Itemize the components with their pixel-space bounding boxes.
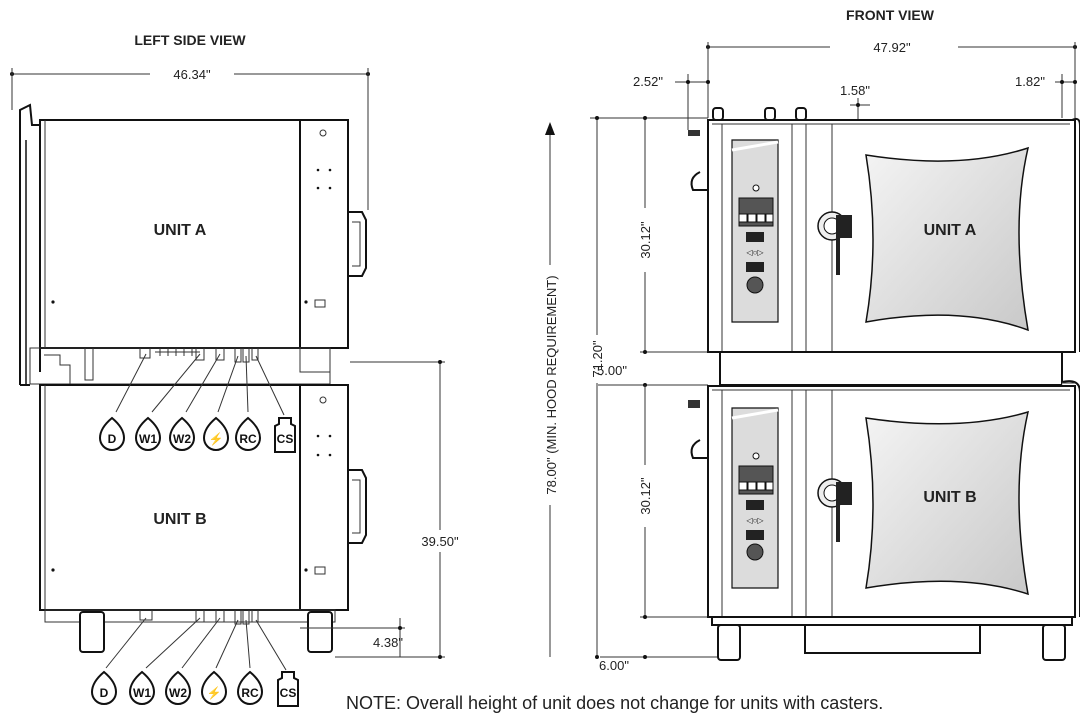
svg-text:CS: CS [280,686,297,700]
front-inner-offset-label: 1.58" [840,83,870,98]
front-unit-a-height-dimension: 30.12" [638,116,708,354]
svg-text:D: D [108,432,117,446]
front-right-offset-dimension: 1.82" [1015,74,1077,118]
left-foot-dimension: 4.38" [300,618,405,657]
water-2-connection-icon: W2 [168,416,196,451]
svg-text:W1: W1 [139,432,157,446]
svg-text:CS: CS [277,432,294,446]
front-unit-b-height-label: 30.12" [638,477,653,515]
front-gap-label: 5.00" [597,363,627,378]
svg-text:RC: RC [239,432,257,446]
left-mid-leaders [115,353,285,416]
left-width-label: 46.34" [173,67,211,82]
front-gap-dimension: 5.00" [597,363,708,387]
svg-text:W2: W2 [169,686,187,700]
svg-text:W1: W1 [133,686,151,700]
front-unit-b-label: UNIT B [923,489,976,506]
cs-connection-icon: CS [274,417,296,453]
left-unit-a-label: UNIT A [154,222,207,239]
connection-symbols-bottom: D W1 W2 ⚡ RC CS [90,670,299,707]
note-text: NOTE: Overall height of unit does not ch… [346,693,883,713]
drain-connection-icon: D [98,416,126,451]
left-bottom-leaders [105,617,287,671]
front-width-dimension: 47.92" [706,40,1077,118]
front-unit-a-height-label: 30.12" [638,221,653,259]
cs-connection-icon: CS [277,671,299,707]
svg-text:◁○▷: ◁○▷ [746,516,764,525]
electrical-connection-icon: ⚡ [200,670,228,705]
water-1-connection-icon: W1 [128,670,156,705]
water-2-connection-icon: W2 [164,670,192,705]
left-height-dimension: 39.50" [335,360,459,659]
front-unit-b-height-dimension: 30.12" [638,385,708,619]
front-view: FRONT VIEW 47.92" 2.52" 1.58" [544,7,1080,673]
front-hood-dimension: 78.00" (MIN. HOOD REQUIREMENT) [544,122,559,657]
front-leg-dimension: 6.00" [599,655,725,673]
rc-connection-icon: RC [234,416,262,451]
left-unit-a: UNIT A [19,103,367,385]
front-overall-dimension: 71.20" [590,116,708,659]
front-left-offset-dimension: 2.52" [633,74,710,130]
front-unit-a-label: UNIT A [924,222,977,239]
drain-connection-icon: D [90,670,118,705]
electrical-connection-icon: ⚡ [202,416,230,451]
front-leg-label: 6.00" [599,658,629,673]
left-foot-label: 4.38" [373,635,403,650]
front-overall-label: 71.20" [590,340,605,378]
left-mid-connections [20,347,331,386]
svg-text:◁○▷: ◁○▷ [746,248,764,257]
front-unit-b: ◁○▷ UNIT B [688,385,1076,618]
svg-text:⚡: ⚡ [209,432,224,446]
svg-text:RC: RC [241,686,259,700]
svg-text:⚡: ⚡ [207,686,222,700]
front-base [711,616,1073,661]
front-hood-label: 78.00" (MIN. HOOD REQUIREMENT) [544,275,559,494]
svg-text:D: D [100,686,109,700]
left-width-dimension: 46.34" [10,67,370,210]
left-height-label: 39.50" [421,534,459,549]
front-left-offset-label: 2.52" [633,74,663,89]
front-right-offset-label: 1.82" [1015,74,1045,89]
water-1-connection-icon: W1 [134,416,162,451]
front-view-title: FRONT VIEW [846,7,935,23]
svg-text:W2: W2 [173,432,191,446]
left-unit-b-label: UNIT B [153,511,206,528]
connection-symbols-mid: D W1 W2 ⚡ RC CS [98,416,296,453]
rc-connection-icon: RC [236,670,264,705]
front-width-label: 47.92" [873,40,911,55]
left-side-view: LEFT SIDE VIEW 46.34" [10,32,459,707]
front-unit-a: ◁○▷ UNIT A [688,107,1080,353]
left-view-title: LEFT SIDE VIEW [134,32,246,48]
left-unit-b: UNIT B [39,384,367,653]
